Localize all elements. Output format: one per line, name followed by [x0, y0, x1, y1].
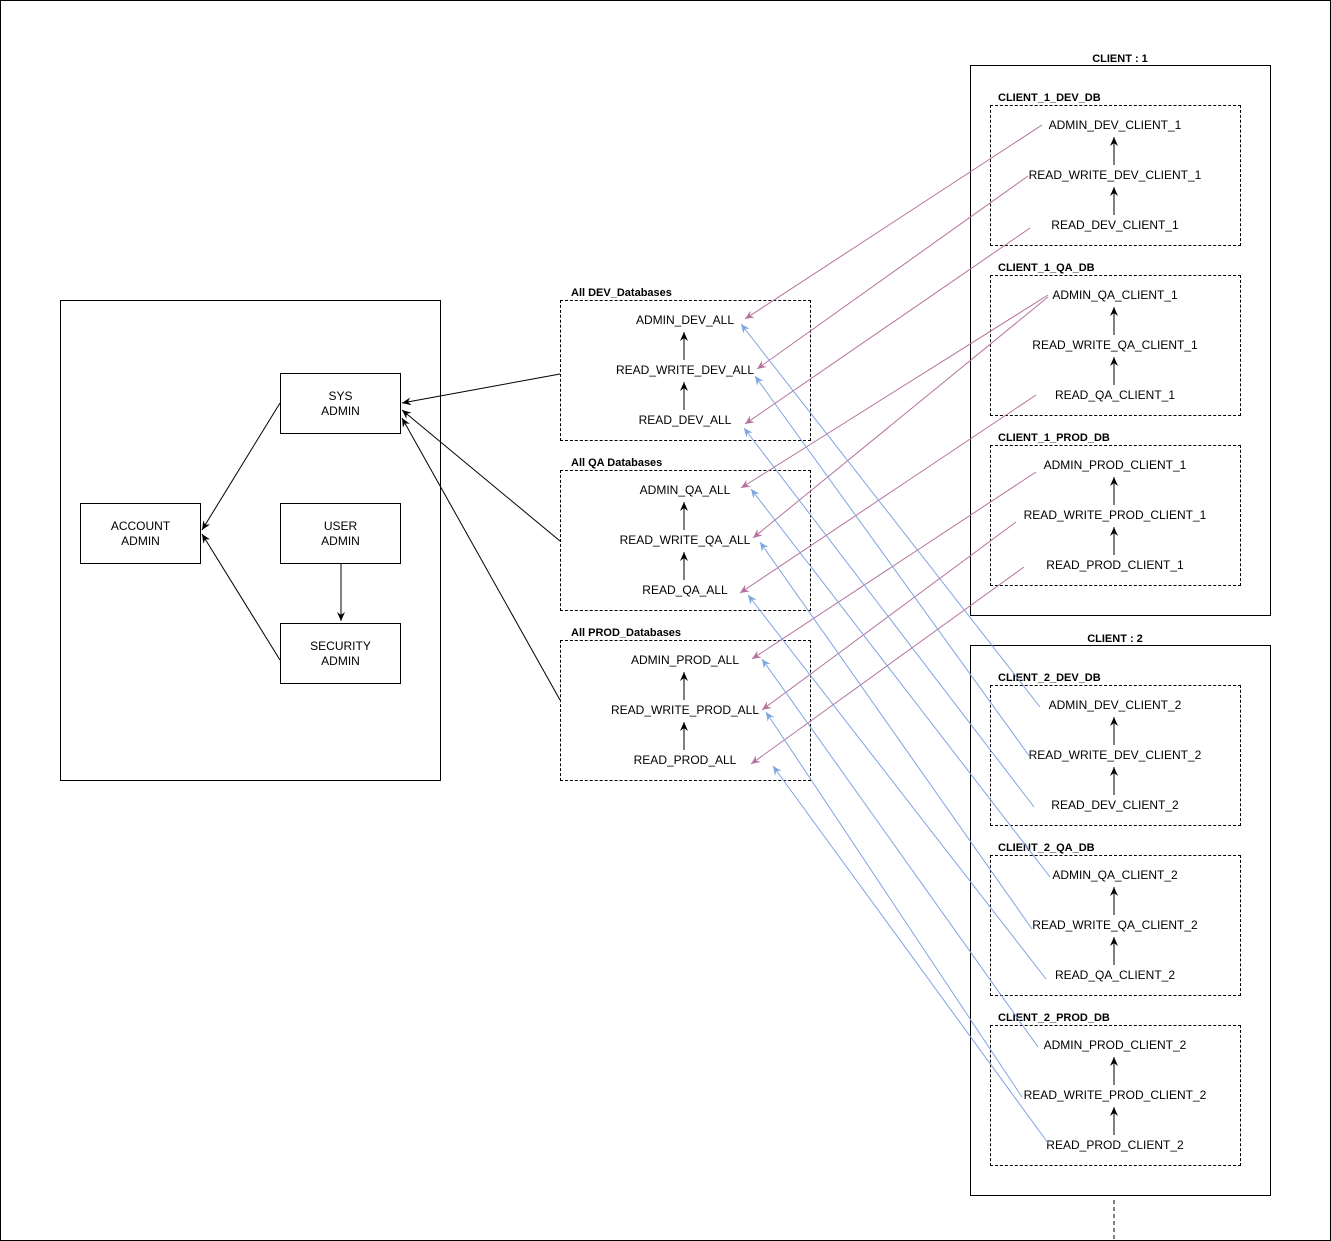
account-admin-line1: ACCOUNT	[110, 518, 171, 533]
read-write-dev-client-1[interactable]: READ_WRITE_DEV_CLIENT_1	[1028, 168, 1202, 182]
all-prod-group-title: All PROD_Databases	[571, 627, 682, 639]
read-qa-client-2[interactable]: READ_QA_CLIENT_2	[1054, 968, 1176, 982]
security-admin-box[interactable]: SECURITY ADMIN	[280, 623, 401, 684]
security-admin-line2: ADMIN	[321, 653, 360, 668]
client-2-qa-db-title: CLIENT_2_QA_DB	[998, 842, 1095, 854]
read-write-qa-client-2[interactable]: READ_WRITE_QA_CLIENT_2	[1032, 918, 1198, 932]
account-admin-line2: ADMIN	[121, 533, 160, 548]
read-write-prod-all[interactable]: READ_WRITE_PROD_ALL	[610, 703, 760, 717]
read-dev-client-2[interactable]: READ_DEV_CLIENT_2	[1051, 798, 1179, 812]
admin-dev-all[interactable]: ADMIN_DEV_ALL	[635, 313, 735, 327]
client-1-container	[970, 65, 1271, 616]
admin-prod-client-1[interactable]: ADMIN_PROD_CLIENT_1	[1043, 458, 1187, 472]
edge-c2-r-qa-to-r-qa-all	[747, 594, 1047, 980]
client-2-container	[970, 645, 1271, 1196]
admin-qa-client-2[interactable]: ADMIN_QA_CLIENT_2	[1052, 868, 1178, 882]
all-qa-group-title: All QA Databases	[571, 457, 663, 469]
admin-qa-all[interactable]: ADMIN_QA_ALL	[639, 483, 731, 497]
security-admin-line1: SECURITY	[310, 638, 371, 653]
user-admin-line1: USER	[323, 518, 358, 533]
edge-c2-rw-qa-to-rw-qa-all	[759, 541, 1033, 930]
client-1-dev-db	[990, 105, 1241, 246]
edge-c1-admin-prod-to-admin-prod-all	[751, 471, 1037, 660]
sys-admin-line2: ADMIN	[321, 403, 360, 418]
edge-c1-rw-prod-to-rw-prod-all	[761, 521, 1017, 711]
edge-c2-admin-prod-to-admin-prod-all	[761, 658, 1039, 1048]
admin-dev-client-2[interactable]: ADMIN_DEV_CLIENT_2	[1048, 698, 1182, 712]
admin-prod-all[interactable]: ADMIN_PROD_ALL	[630, 653, 740, 667]
edge-prod-group-to-sys	[401, 417, 561, 701]
admin-dev-client-1[interactable]: ADMIN_DEV_CLIENT_1	[1048, 118, 1182, 132]
user-admin-line2: ADMIN	[321, 533, 360, 548]
read-write-dev-all[interactable]: READ_WRITE_DEV_ALL	[615, 363, 755, 377]
sys-admin-box[interactable]: SYS ADMIN	[280, 373, 401, 434]
user-admin-box[interactable]: USER ADMIN	[280, 503, 401, 564]
read-write-qa-client-1[interactable]: READ_WRITE_QA_CLIENT_1	[1032, 338, 1198, 352]
read-prod-client-1[interactable]: READ_PROD_CLIENT_1	[1046, 558, 1184, 572]
edge-c1-r-dev-to-r-dev-all	[744, 227, 1031, 425]
edge-c1-admin-dev-to-admin-dev-all	[744, 124, 1043, 320]
admin-prod-client-2[interactable]: ADMIN_PROD_CLIENT_2	[1043, 1038, 1187, 1052]
all-dev-group	[560, 300, 811, 441]
edge-c2-r-dev-to-r-dev-all	[743, 427, 1035, 808]
edge-qa-group-to-sys	[401, 409, 561, 542]
edge-c1-r-qa-to-r-qa-all	[739, 394, 1037, 594]
client-1-title: CLIENT : 1	[1092, 53, 1148, 65]
read-dev-client-1[interactable]: READ_DEV_CLIENT_1	[1051, 218, 1179, 232]
client-2-dev-db-title: CLIENT_2_DEV_DB	[998, 672, 1101, 684]
all-dev-group-title: All DEV_Databases	[571, 287, 672, 299]
read-prod-client-2[interactable]: READ_PROD_CLIENT_2	[1046, 1138, 1184, 1152]
admin-qa-client-1[interactable]: ADMIN_QA_CLIENT_1	[1052, 288, 1178, 302]
client-1-qa-db-title: CLIENT_1_QA_DB	[998, 262, 1095, 274]
client-1-dev-db-title: CLIENT_1_DEV_DB	[998, 92, 1101, 104]
edge-c2-admin-qa-to-admin-qa-all	[750, 488, 1051, 878]
edge-c1-rw-dev-to-rw-dev-all	[756, 175, 1029, 370]
client-1-prod-db	[990, 445, 1241, 586]
edge-sys-to-account	[201, 402, 281, 531]
read-prod-all[interactable]: READ_PROD_ALL	[633, 753, 737, 767]
read-qa-all[interactable]: READ_QA_ALL	[642, 583, 728, 597]
read-write-prod-client-2[interactable]: READ_WRITE_PROD_CLIENT_2	[1023, 1088, 1207, 1102]
client-1-qa-db	[990, 275, 1241, 416]
client-2-prod-db-title: CLIENT_2_PROD_DB	[998, 1012, 1110, 1024]
edge-dev-group-to-sys	[401, 373, 561, 406]
all-prod-group	[560, 640, 811, 781]
edge-c2-r-prod-to-r-prod-all	[772, 765, 1049, 1144]
client-2-dev-db	[990, 685, 1241, 826]
client-2-prod-db	[990, 1025, 1241, 1166]
client-2-qa-db	[990, 855, 1241, 996]
edge-c2-admin-dev-to-admin-dev-all	[740, 323, 1041, 708]
sys-admin-line1: SYS	[328, 388, 353, 403]
client-2-title: CLIENT : 2	[1087, 633, 1143, 645]
account-admin-box[interactable]: ACCOUNT ADMIN	[80, 503, 201, 564]
all-qa-group	[560, 470, 811, 611]
edge-c1-admin-qa-to-admin-qa-all	[740, 294, 1049, 489]
edge-c2-rw-dev-to-rw-dev-all	[754, 375, 1031, 758]
read-dev-all[interactable]: READ_DEV_ALL	[638, 413, 732, 427]
edge-c2-rw-prod-to-rw-prod-all	[765, 711, 1023, 1098]
read-write-dev-client-2[interactable]: READ_WRITE_DEV_CLIENT_2	[1028, 748, 1202, 762]
read-write-prod-client-1[interactable]: READ_WRITE_PROD_CLIENT_1	[1023, 508, 1207, 522]
edge-security-to-account	[201, 533, 281, 661]
client-1-prod-db-title: CLIENT_1_PROD_DB	[998, 432, 1110, 444]
edge-c1-rw-qa-to-rw-qa-all	[752, 296, 1049, 539]
read-qa-client-1[interactable]: READ_QA_CLIENT_1	[1054, 388, 1176, 402]
read-write-qa-all[interactable]: READ_WRITE_QA_ALL	[619, 533, 751, 547]
